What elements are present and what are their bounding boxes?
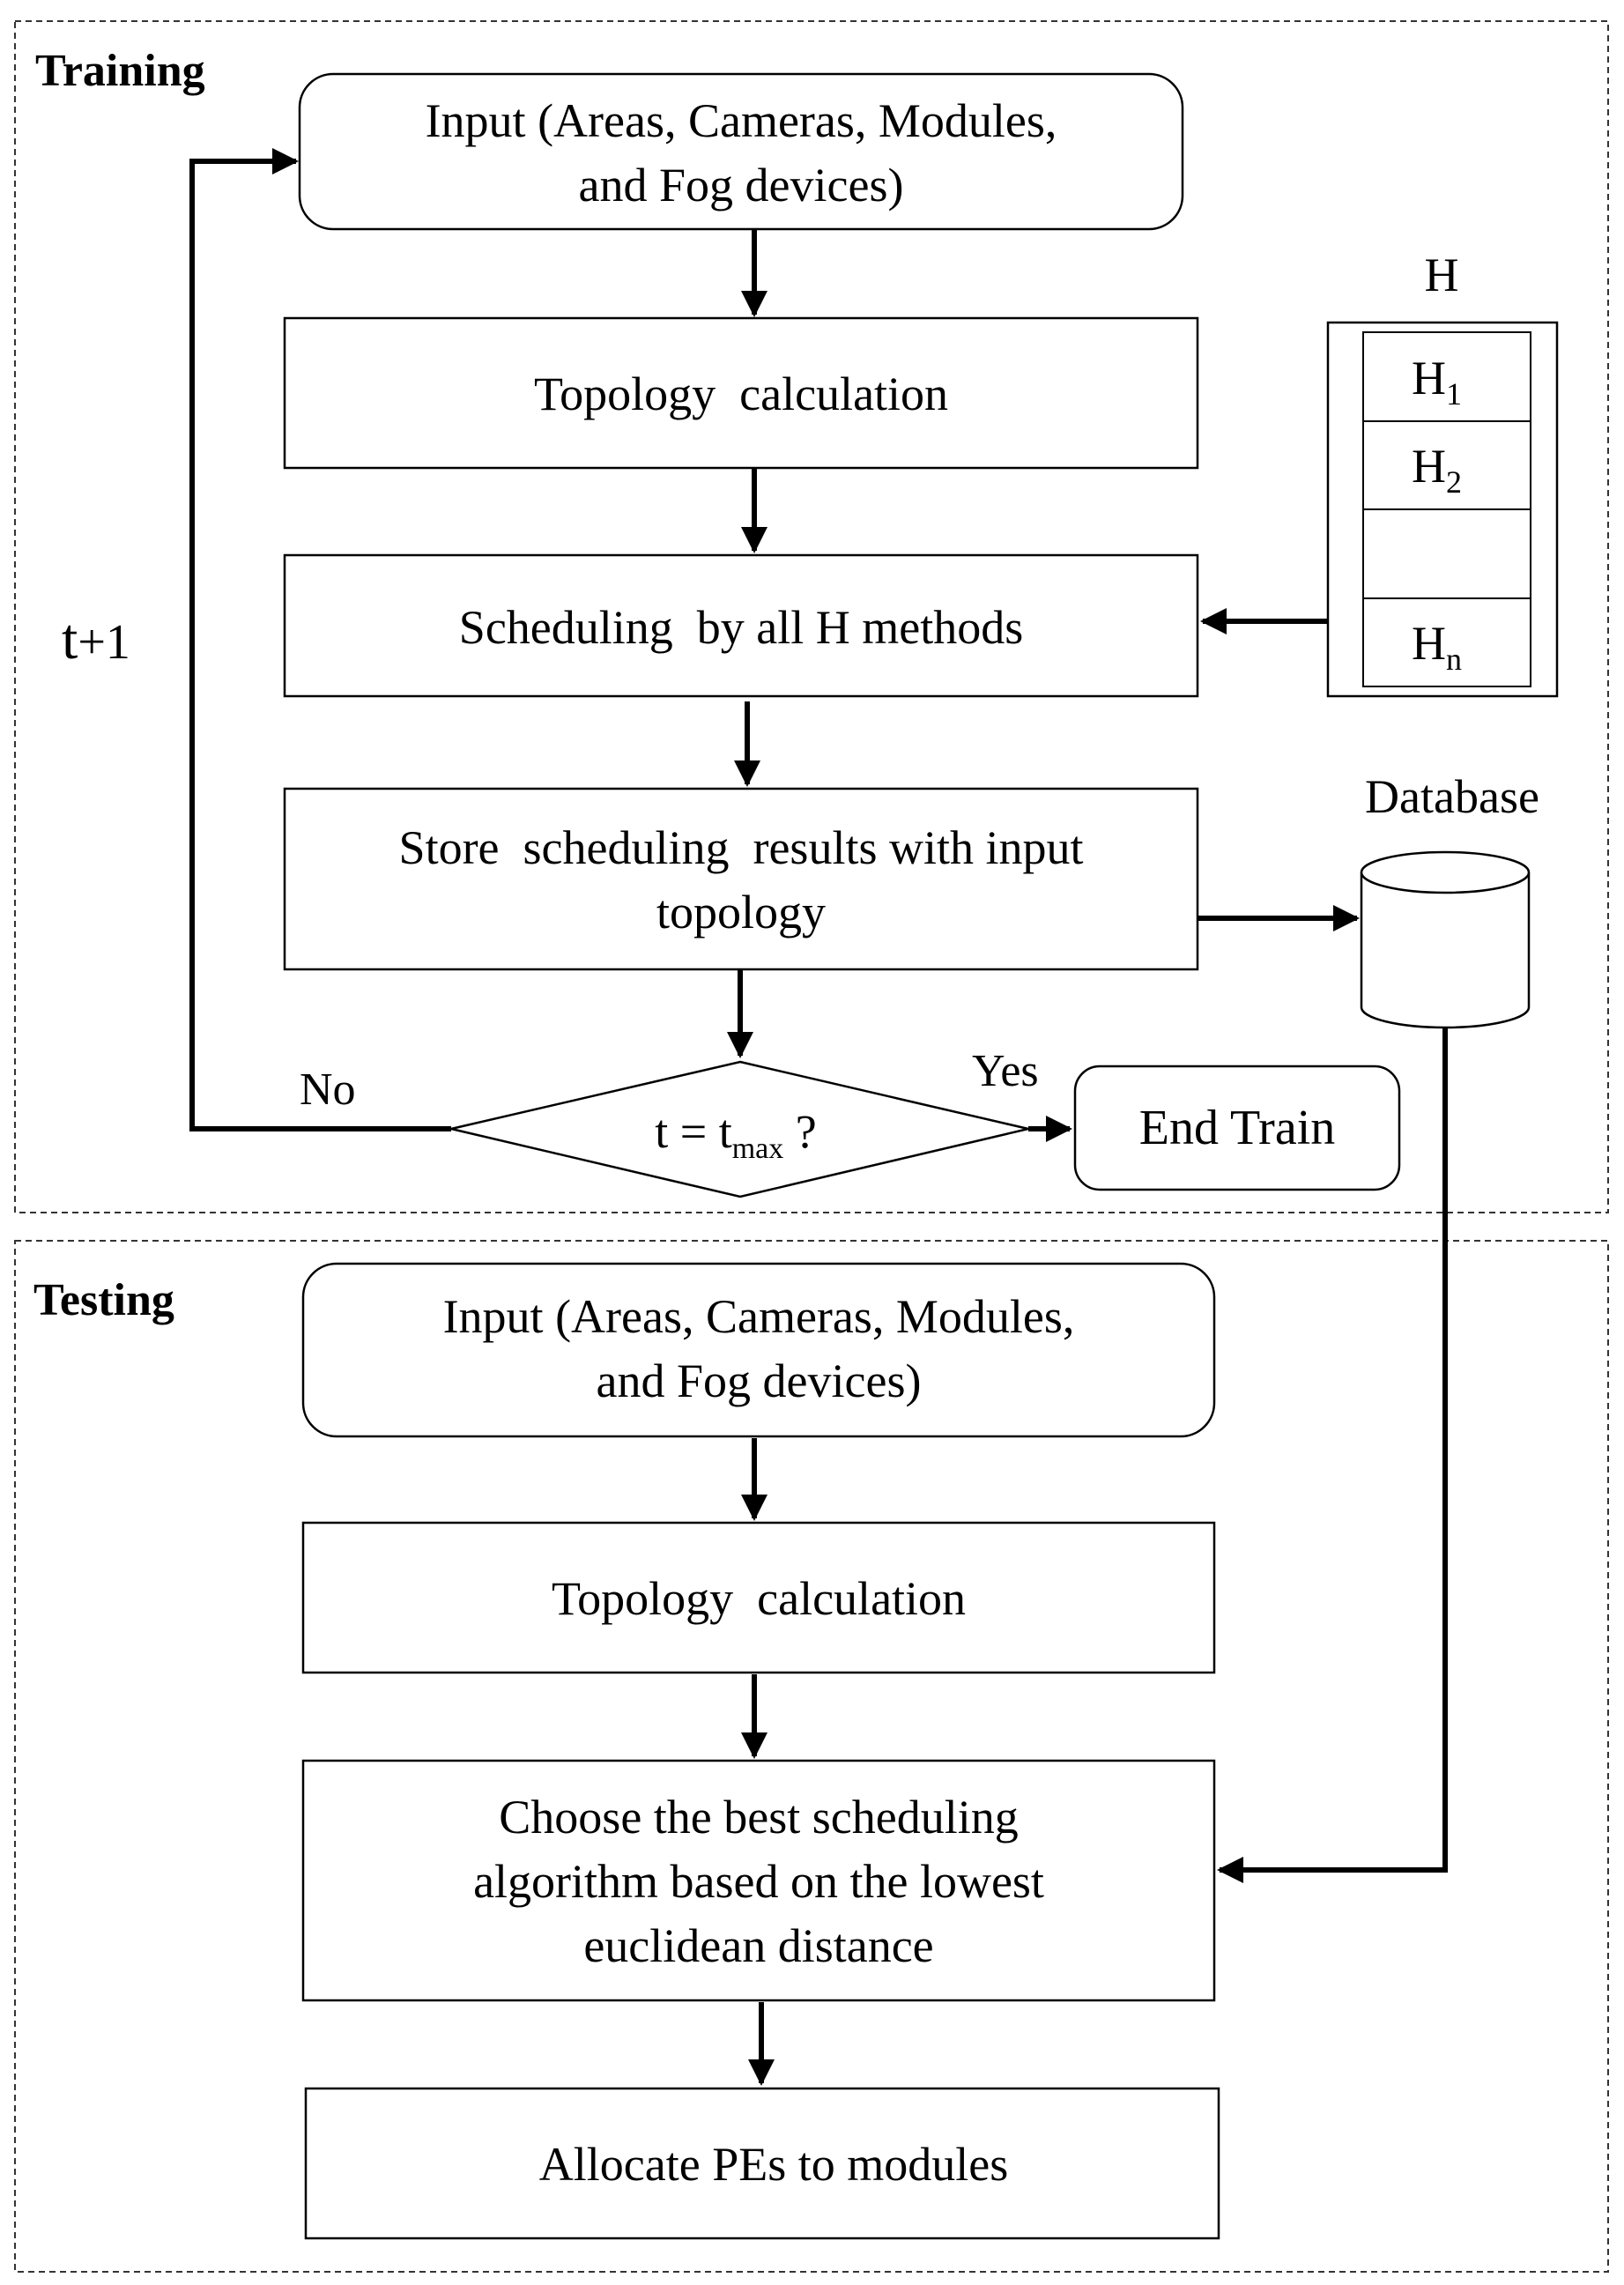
training-input-line2: and Fog devices) xyxy=(579,159,904,211)
choose-algorithm-box xyxy=(301,1759,1216,2002)
decision-diamond xyxy=(450,1060,1029,1198)
training-topology-label: Topology calculation xyxy=(534,367,948,420)
heuristic-h1: H1 xyxy=(1412,352,1462,412)
testing-input-line2: and Fog devices) xyxy=(597,1354,922,1407)
testing-section-frame xyxy=(14,1240,1609,2273)
no-label: No xyxy=(300,1065,356,1115)
loop-label: t+1 xyxy=(62,607,130,671)
testing-topology-label: Topology calculation xyxy=(552,1572,966,1625)
heuristic-hn: Hn xyxy=(1412,617,1462,677)
allocate-label: Allocate PEs to modules xyxy=(539,2138,1008,2191)
choose-algorithm-line2: algorithm based on the lowest xyxy=(473,1855,1044,1908)
choose-algorithm-line3: euclidean distance xyxy=(583,1919,933,1972)
yes-label: Yes xyxy=(972,1046,1039,1096)
allocate-box xyxy=(304,2087,1220,2240)
database-label: Database xyxy=(1365,770,1539,823)
arrow-no-loop-back xyxy=(189,148,451,1131)
decision-label: t = tmax ? xyxy=(655,1105,816,1165)
database-cylinder xyxy=(1360,872,1531,1029)
training-section-frame xyxy=(14,20,1609,1213)
testing-topology-box xyxy=(301,1521,1216,1674)
decision-t: t = t xyxy=(655,1105,731,1158)
loop-label-plus: +1 xyxy=(78,615,130,670)
choose-algorithm-line1: Choose the best scheduling xyxy=(499,1791,1018,1844)
training-input-box xyxy=(298,72,1184,231)
scheduling-label: Scheduling by all H methods xyxy=(459,601,1023,654)
store-results-box xyxy=(283,787,1199,971)
testing-input-box xyxy=(301,1262,1216,1438)
store-results-line2: topology xyxy=(656,886,826,938)
heuristics-title: H xyxy=(1425,249,1459,301)
testing-input-line1: Input (Areas, Cameras, Modules, xyxy=(443,1290,1075,1343)
end-train-label: End Train xyxy=(1139,1101,1336,1155)
training-topology-box xyxy=(283,316,1199,470)
scheduling-box xyxy=(283,553,1199,698)
training-title: Training xyxy=(35,46,205,96)
decision-question: ? xyxy=(783,1105,816,1158)
decision-max-subscript: max xyxy=(732,1132,784,1165)
loop-label-t: t xyxy=(62,607,78,671)
end-train-box xyxy=(1073,1065,1401,1191)
database-cylinder-top xyxy=(1360,850,1531,894)
store-results-line1: Store scheduling results with input xyxy=(399,821,1084,874)
training-input-line1: Input (Areas, Cameras, Modules, xyxy=(426,94,1057,147)
heuristic-h2: H2 xyxy=(1412,440,1462,500)
testing-title: Testing xyxy=(33,1275,174,1325)
arrow-database-to-choose xyxy=(1217,1028,1448,1883)
